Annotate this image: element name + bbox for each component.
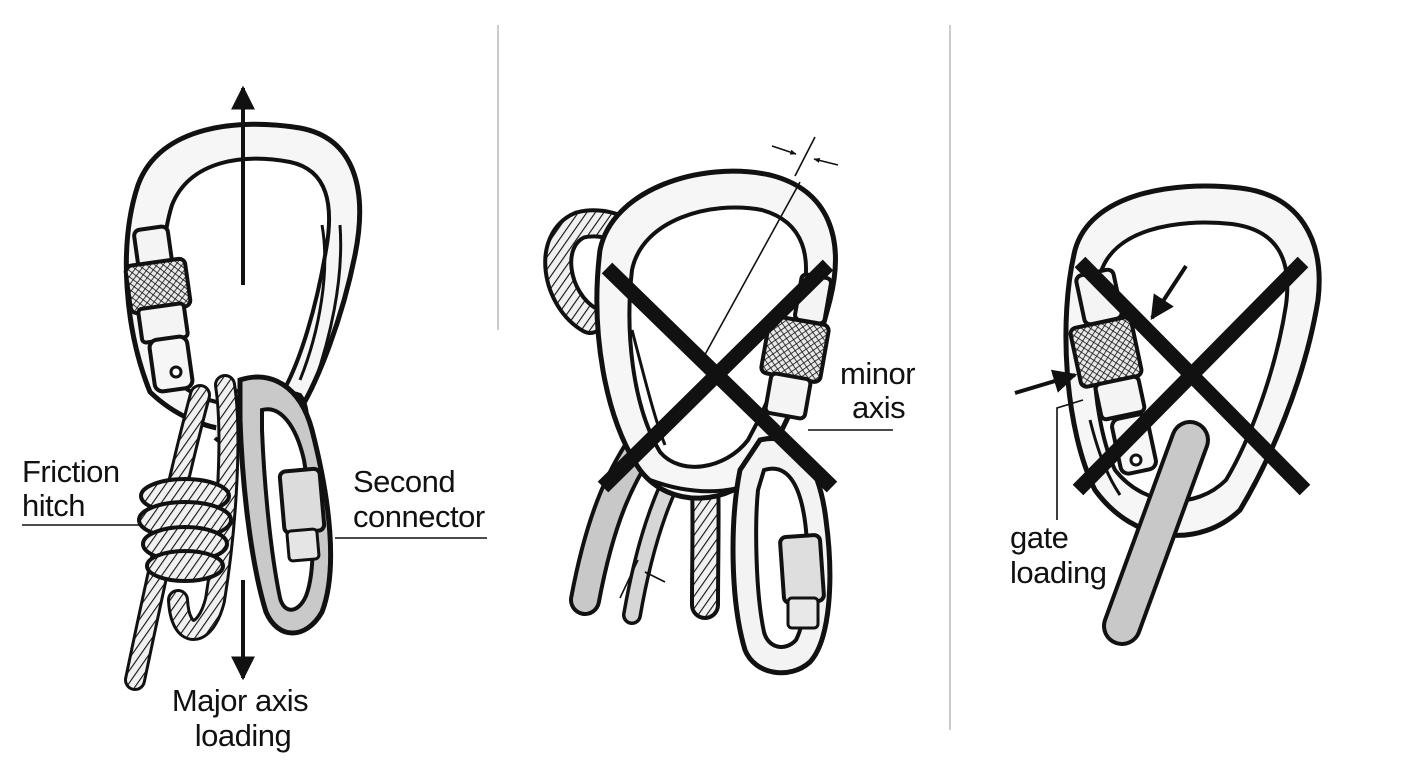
friction-hitch-knot [137, 477, 233, 583]
second-connector-carabiner-icon [730, 436, 833, 676]
dimension-tick [794, 136, 816, 177]
label-second-connector-line1: Second [353, 464, 455, 499]
x-mark-icon [597, 259, 838, 493]
label-gate-loading-line1: gate [1010, 520, 1068, 555]
rope-icon [124, 374, 240, 691]
label-friction-hitch-line2: hitch [22, 488, 85, 523]
screw-gate-icon [123, 224, 195, 394]
dimension-arrow-right-icon [813, 157, 839, 166]
panel-minor-axis-loading: minor axis [543, 136, 916, 676]
label-minor-axis-line2: axis [852, 390, 905, 425]
sling-pointer-arrow-icon [644, 571, 666, 583]
label-friction-hitch-line1: Friction [22, 454, 120, 489]
panel-correct-loading: Friction hitch Second connector Major ax… [22, 85, 487, 753]
leader-gate-loading [1056, 399, 1084, 520]
force-arrow-left-icon [1014, 369, 1078, 395]
label-major-axis-line2: loading [195, 718, 291, 753]
label-second-connector-line2: connector [353, 499, 485, 534]
x-mark-icon [1072, 256, 1311, 496]
label-major-axis-line1: Major axis [172, 683, 308, 718]
panel-gate-loading: gate loading [1010, 183, 1322, 646]
label-minor-axis-line1: minor [840, 356, 915, 391]
loading-bar-icon [1102, 420, 1210, 646]
second-connector-carabiner-icon [237, 374, 334, 636]
force-arrow-top-icon [1150, 264, 1188, 321]
label-gate-loading-line2: loading [1010, 555, 1106, 590]
dimension-arrow-left-icon [771, 145, 797, 155]
sling-pointer-tick [619, 559, 639, 599]
minor-axis-line [701, 181, 801, 361]
